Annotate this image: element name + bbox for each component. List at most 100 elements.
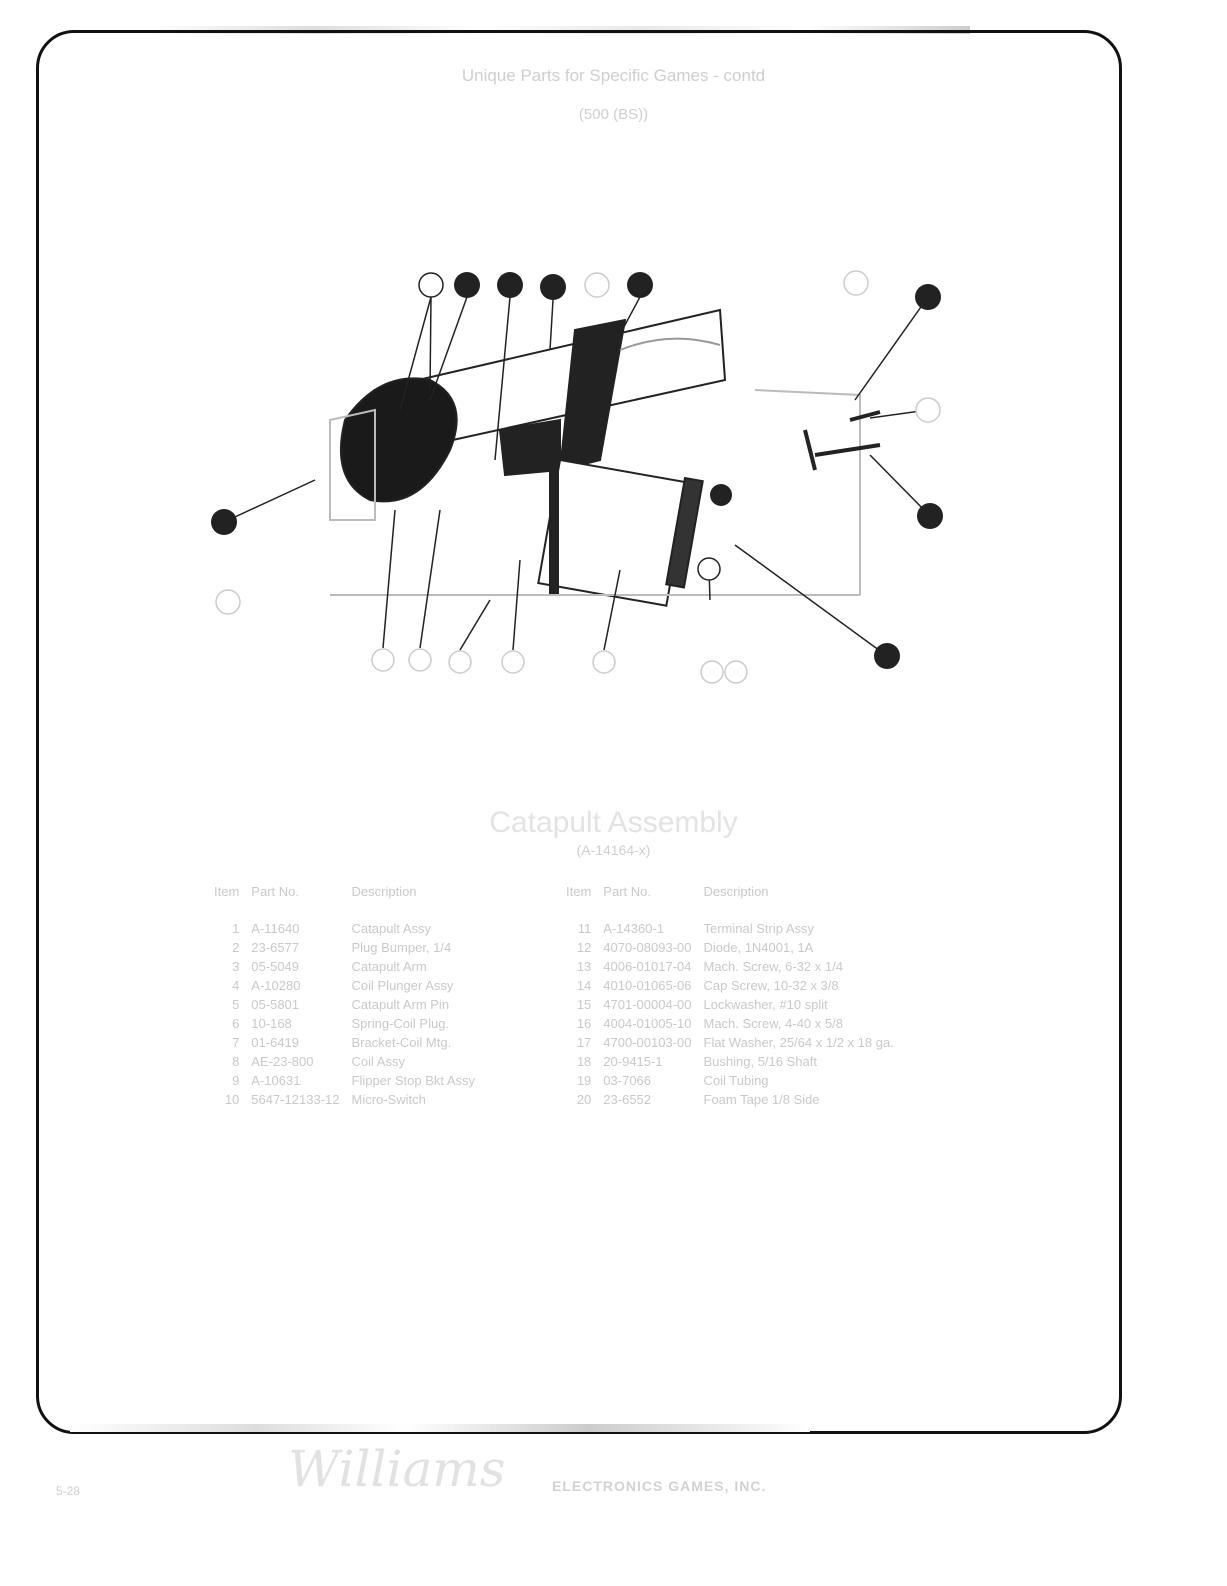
part-description: Catapult Arm Pin bbox=[351, 997, 450, 1012]
table-row: 14 4010-01065-06 Cap Screw, 10-32 x 3/8 bbox=[560, 976, 900, 995]
part-number: 05-5801 bbox=[251, 997, 300, 1012]
item-number: 3 bbox=[232, 959, 240, 974]
item-number: 5 bbox=[232, 997, 240, 1012]
part-number: 05-5049 bbox=[251, 959, 300, 974]
williams-logo: Williams bbox=[288, 1440, 506, 1498]
item-number: 10 bbox=[224, 1092, 240, 1107]
col-part-no: Part No. bbox=[251, 884, 299, 899]
item-number: 19 bbox=[576, 1073, 592, 1088]
part-number: 4004-01005-10 bbox=[603, 1016, 692, 1031]
part-number: A-11640 bbox=[251, 921, 300, 936]
table-row: 13 4006-01017-04 Mach. Screw, 6-32 x 1/4 bbox=[560, 957, 900, 976]
part-number: 03-7066 bbox=[603, 1073, 652, 1088]
section-subtitle: (500 (BS)) bbox=[578, 106, 649, 123]
part-description: Coil Assy bbox=[351, 1054, 405, 1069]
part-number: 4006-01017-04 bbox=[603, 959, 692, 974]
part-number: 4700-00103-00 bbox=[603, 1035, 692, 1050]
part-description: Mach. Screw, 6-32 x 1/4 bbox=[703, 959, 843, 974]
table-row: 8 AE-23-800 Coil Assy bbox=[208, 1052, 481, 1071]
part-number: 10-168 bbox=[251, 1016, 292, 1031]
item-number: 20 bbox=[576, 1092, 592, 1107]
col-description: Description bbox=[703, 884, 769, 899]
part-number: A-10631 bbox=[251, 1073, 301, 1088]
table-row: 2 23-6577 Plug Bumper, 1/4 bbox=[208, 938, 481, 957]
parts-table-right: Item Part No. Description 11 A-14360-1 Ter… bbox=[560, 882, 900, 1109]
part-number: 23-6577 bbox=[251, 940, 300, 955]
part-description: Bracket-Coil Mtg. bbox=[351, 1035, 452, 1050]
part-description: Diode, 1N4001, 1A bbox=[703, 940, 814, 955]
table-row: 17 4700-00103-00 Flat Washer, 25/64 x 1/2 … bbox=[560, 1033, 900, 1052]
part-number: 01-6419 bbox=[251, 1035, 300, 1050]
item-number: 11 bbox=[577, 921, 592, 936]
part-number: 20-9415-1 bbox=[603, 1054, 663, 1069]
table-row: 12 4070-08093-00 Diode, 1N4001, 1A bbox=[560, 938, 900, 957]
part-number: 4070-08093-00 bbox=[603, 940, 692, 955]
col-part-no: Part No. bbox=[603, 884, 651, 899]
part-number: 23-6552 bbox=[603, 1092, 652, 1107]
item-number: 4 bbox=[232, 978, 240, 993]
part-description: Lockwasher, #10 split bbox=[703, 997, 828, 1012]
item-number: 15 bbox=[576, 997, 592, 1012]
col-item: Item bbox=[566, 884, 592, 899]
callout-faded-markers bbox=[215, 270, 941, 684]
page-border bbox=[36, 30, 1122, 1434]
col-item: Item bbox=[214, 884, 240, 899]
item-number: 14 bbox=[576, 978, 592, 993]
item-number: 16 bbox=[576, 1016, 592, 1031]
item-number: 18 bbox=[576, 1054, 592, 1069]
part-description: Catapult Arm bbox=[351, 959, 427, 974]
table-row: 1 A-11640 Catapult Assy bbox=[208, 919, 481, 938]
part-description: Coil Tubing bbox=[703, 1073, 769, 1088]
table-row: 11 A-14360-1 Terminal Strip Assy bbox=[560, 919, 900, 938]
part-description: Flipper Stop Bkt Assy bbox=[351, 1073, 476, 1088]
table-row: 20 23-6552 Foam Tape 1/8 Side bbox=[560, 1090, 900, 1109]
table-row: 10 5647-12133-12 Micro-Switch bbox=[208, 1090, 481, 1109]
part-description: Plug Bumper, 1/4 bbox=[351, 940, 452, 955]
part-description: Spring-Coil Plug. bbox=[351, 1016, 450, 1031]
page-number: 5-28 bbox=[56, 1484, 81, 1498]
item-number: 6 bbox=[232, 1016, 240, 1031]
part-description: Mach. Screw, 4-40 x 5/8 bbox=[703, 1016, 843, 1031]
item-number: 13 bbox=[576, 959, 592, 974]
assembly-title: Catapult Assembly bbox=[489, 806, 738, 839]
table-row: 3 05-5049 Catapult Arm bbox=[208, 957, 481, 976]
part-number: A-14360-1 bbox=[603, 921, 665, 936]
part-number: 5647-12133-12 bbox=[251, 1092, 340, 1107]
item-number: 2 bbox=[232, 940, 240, 955]
part-description: Catapult Assy bbox=[351, 921, 432, 936]
item-number: 12 bbox=[576, 940, 592, 955]
table-row: 19 03-7066 Coil Tubing bbox=[560, 1071, 900, 1090]
item-number: 8 bbox=[232, 1054, 240, 1069]
item-number: 17 bbox=[576, 1035, 592, 1050]
scan-edge bbox=[70, 1424, 810, 1432]
item-number: 1 bbox=[232, 921, 240, 936]
part-description: Bushing, 5/16 Shaft bbox=[703, 1054, 817, 1069]
table-row: 5 05-5801 Catapult Arm Pin bbox=[208, 995, 481, 1014]
part-description: Foam Tape 1/8 Side bbox=[703, 1092, 820, 1107]
part-description: Micro-Switch bbox=[351, 1092, 426, 1107]
section-title: Unique Parts for Specific Games - contd bbox=[461, 66, 766, 85]
part-description: Terminal Strip Assy bbox=[703, 921, 815, 936]
table-row: 7 01-6419 Bracket-Coil Mtg. bbox=[208, 1033, 481, 1052]
item-number: 7 bbox=[232, 1035, 240, 1050]
table-row: 4 A-10280 Coil Plunger Assy bbox=[208, 976, 481, 995]
callout-open-markers bbox=[418, 272, 721, 581]
part-number: AE-23-800 bbox=[251, 1054, 314, 1069]
table-row: 6 10-168 Spring-Coil Plug. bbox=[208, 1014, 481, 1033]
table-row: 16 4004-01005-10 Mach. Screw, 4-40 x 5/8 bbox=[560, 1014, 900, 1033]
part-number: 4701-00004-00 bbox=[603, 997, 692, 1012]
table-row: 15 4701-00004-00 Lockwasher, #10 split bbox=[560, 995, 900, 1014]
company-name: ELECTRONICS GAMES, INC. bbox=[552, 1478, 767, 1494]
callout-filled-markers bbox=[211, 272, 943, 669]
assembly-part-number: (A-14164-x) bbox=[576, 842, 651, 858]
part-description: Flat Washer, 25/64 x 1/2 x 18 ga. bbox=[703, 1035, 894, 1050]
part-description: Coil Plunger Assy bbox=[351, 978, 454, 993]
part-description: Cap Screw, 10-32 x 3/8 bbox=[703, 978, 839, 993]
part-number: A-10280 bbox=[251, 978, 301, 993]
catapult-assembly-diagram bbox=[211, 270, 943, 684]
part-number: 4010-01065-06 bbox=[603, 978, 692, 993]
col-description: Description bbox=[351, 884, 417, 899]
